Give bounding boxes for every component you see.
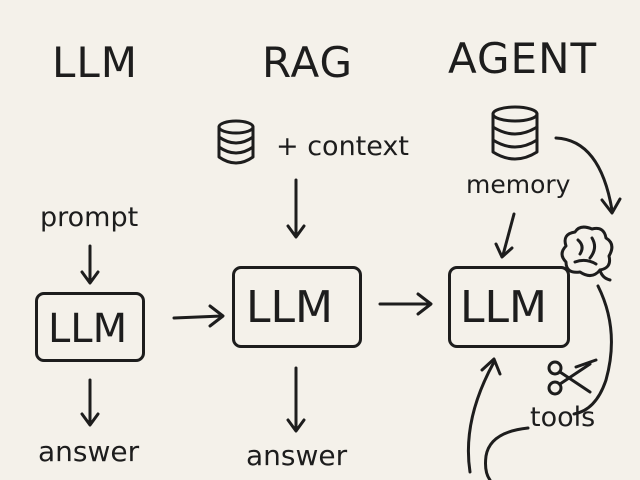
memory-database-icon	[491, 105, 539, 161]
rag-answer-label: answer	[246, 439, 348, 472]
arrow-prompt-to-llm	[80, 244, 100, 285]
arrow-memory-to-brain	[554, 136, 622, 215]
heading-llm: LLM	[52, 38, 139, 87]
arrow-rag-llm-to-answer	[286, 366, 306, 433]
heading-rag: RAG	[262, 38, 354, 87]
arrow-context-to-llm	[286, 178, 306, 239]
context-label: + context	[276, 131, 409, 162]
arrow-llm-to-answer	[80, 378, 100, 427]
memory-label: memory	[466, 170, 571, 199]
database-icon	[217, 119, 255, 165]
agent-llm-box	[448, 266, 570, 348]
rag-llm-box-label: LLM	[246, 282, 333, 333]
heading-agent: AGENT	[448, 34, 598, 83]
arrow-loop-right	[572, 284, 613, 416]
prompt-label: prompt	[40, 202, 139, 233]
tools-label: tools	[530, 402, 596, 433]
llm-answer-label: answer	[38, 435, 140, 468]
rag-llm-box	[232, 266, 362, 348]
llm-box-label: LLM	[48, 306, 128, 352]
scissors-icon	[547, 358, 598, 396]
agent-llm-box-label: LLM	[460, 282, 547, 333]
arrow-rag-to-agent	[378, 292, 433, 316]
llm-box	[35, 292, 145, 362]
arrow-memory-to-llm	[494, 212, 516, 259]
arrow-tools-to-llm	[466, 357, 530, 480]
arrow-llm-to-rag	[172, 304, 225, 328]
